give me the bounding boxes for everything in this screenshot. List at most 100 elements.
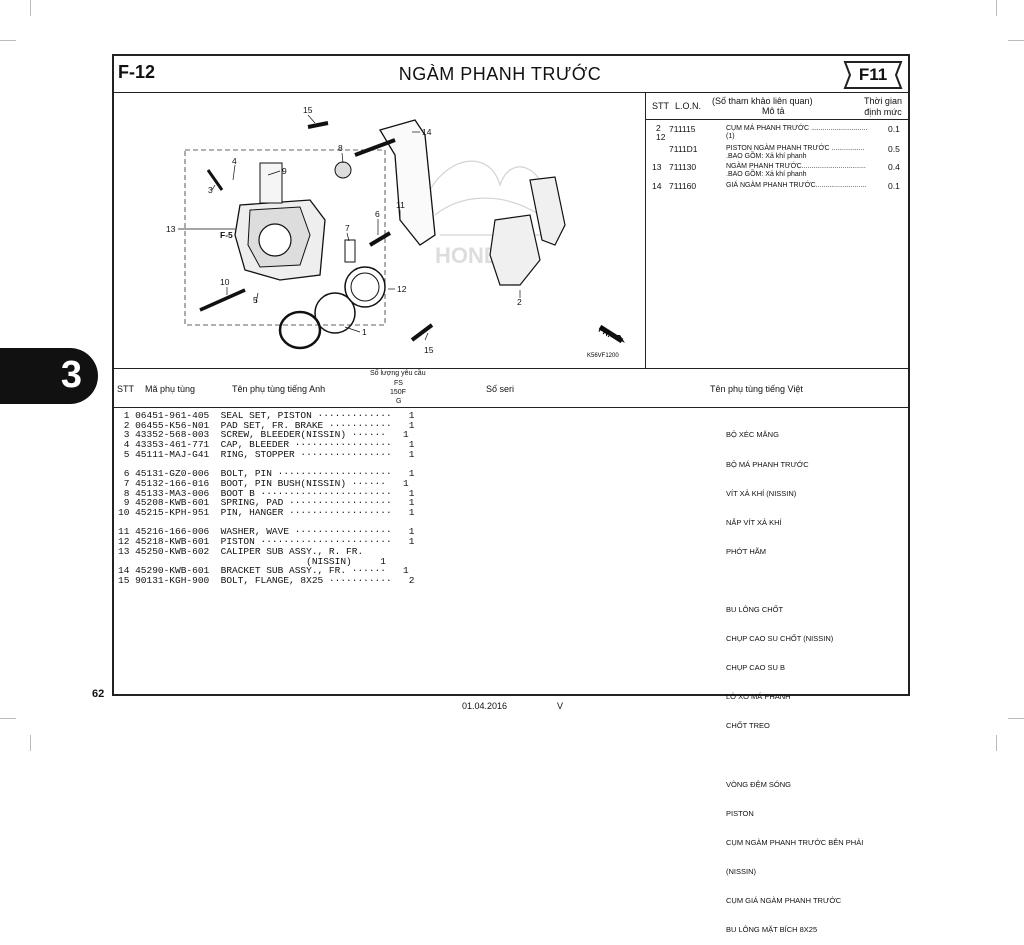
ref-header-desc: Mô tả	[762, 106, 785, 116]
page-number: 62	[92, 688, 105, 700]
ref-header-lon: L.O.N.	[675, 101, 702, 111]
ref-row-lon: 7111D1	[669, 144, 698, 154]
table-row: PHỚT HÃM	[726, 546, 767, 556]
table-row: 8 45133-MA3-006 BOOT B ·················…	[118, 487, 415, 499]
callout-5: 5	[253, 295, 258, 305]
callout-2: 2	[517, 297, 522, 307]
parts-list-english: 1 06451-961-405 SEAL SET, PISTON ·······…	[118, 411, 414, 586]
callout-3: 3	[208, 185, 213, 195]
parts-header-name-en: Tên phụ tùng tiếng Anh	[232, 384, 326, 394]
parts-header-serial: Số seri	[486, 384, 515, 394]
table-row: 14 45290-KWB-601 BRACKET SUB ASSY., FR. …	[118, 565, 409, 577]
callout-4: 4	[232, 156, 237, 166]
header-divider	[112, 92, 910, 93]
table-row: 1 06451-961-405 SEAL SET, PISTON ·······…	[118, 410, 415, 421]
parts-header-name-vi: Tên phụ tùng tiếng Việt	[710, 384, 803, 394]
ref-row-desc: CỤM MÁ PHANH TRƯỚC .....................…	[726, 125, 868, 140]
table-row: BU LÔNG MẶT BÍCH 8X25	[726, 925, 818, 935]
ref-row-lon: 711160	[669, 181, 697, 191]
page-title: NGÀM PHANH TRƯỚC	[398, 64, 602, 84]
ref-row-lon: 711115	[669, 124, 696, 134]
table-row: CHỐT TREO	[726, 721, 770, 731]
table-row: (NISSIN)	[726, 867, 756, 877]
section-number: 3	[60, 354, 82, 396]
callout-8: 8	[338, 143, 343, 153]
table-row	[726, 576, 863, 586]
crop-mark	[0, 40, 16, 41]
ref-header-stt: STT	[652, 101, 669, 111]
ref-row-time: 0.1	[888, 124, 900, 134]
table-row: BỘ MÁ PHANH TRƯỚC	[726, 459, 809, 469]
ref-header-divider	[646, 119, 908, 120]
callout-12: 12	[397, 284, 407, 294]
callout-11: 11	[396, 200, 405, 210]
table-row: CHỤP CAO SU B	[726, 663, 786, 673]
parts-header-qty-top: Số lượng yêu cầu	[370, 370, 426, 377]
parts-header-stt: STT	[117, 384, 134, 394]
ref-row-desc: PISTON NGÀM PHANH TRƯỚC ................…	[726, 145, 865, 160]
table-row: BU LÔNG CHỐT	[726, 605, 784, 615]
table-row: 6 45131-GZ0-006 BOLT, PIN ··············…	[118, 468, 415, 480]
diagram-divider	[645, 92, 646, 368]
callout-6: 6	[375, 209, 380, 219]
callout-15-top: 15	[303, 105, 313, 115]
badge-label: F11	[858, 65, 888, 84]
callout-14: 14	[422, 127, 432, 137]
table-row: 15 90131-KGH-900 BOLT, FLANGE, 8X25 ····…	[118, 574, 415, 586]
table-row: 11 45216-166-006 WASHER, WAVE ··········…	[118, 526, 415, 538]
table-row: 2 06455-K56-N01 PAD SET, FR. BRAKE ·····…	[118, 419, 415, 431]
table-row: LÒ XO MÁ PHANH	[726, 692, 791, 702]
front-arrow-icon: FR.	[597, 324, 625, 344]
crop-mark	[1008, 718, 1024, 719]
callout-13: 13	[166, 224, 176, 234]
crop-mark	[0, 718, 16, 719]
table-row: VÍT XẢ KHÍ (NISSIN)	[726, 488, 797, 498]
callout-1: 1	[362, 327, 367, 337]
table-row: 7 45132-166-016 BOOT, PIN BUSH(NISSIN) ·…	[118, 477, 409, 489]
parts-list-vietnamese: BỘ XÉC MĂNG BỘ MÁ PHANH TRƯỚC VÍT XẢ KHÍ…	[726, 411, 863, 945]
table-row: NẮP VÍT XẢ KHÍ	[726, 517, 782, 527]
table-row: BỘ XÉC MĂNG	[726, 430, 779, 440]
exploded-diagram: HONDA	[166, 105, 625, 359]
parts-header-qty-fs: FS	[394, 380, 403, 387]
parts-header-qty-model: 150F	[390, 389, 406, 396]
table-row: CỤM NGÀM PHANH TRƯỚC BÊN PHẢI	[726, 837, 864, 847]
table-row: 13 45250-KWB-602 CALIPER SUB ASSY., R. F…	[118, 545, 364, 557]
table-row: VÒNG ĐỆM SÓNG	[726, 779, 792, 789]
parts-header-divider	[112, 407, 910, 408]
section-badge: F11	[840, 60, 906, 90]
crop-mark	[1008, 40, 1024, 41]
table-row: PISTON	[726, 808, 754, 818]
table-row: 9 45208-KWB-601 SPRING, PAD ············…	[118, 497, 415, 509]
crop-mark	[996, 0, 997, 16]
diagram-code: K56VF1200	[587, 353, 619, 359]
crop-mark	[996, 735, 997, 751]
callout-7: 7	[345, 223, 350, 233]
ref-row-stt: 2 12	[656, 123, 666, 142]
callout-10: 10	[220, 277, 230, 287]
page-frame	[112, 54, 910, 696]
ref-row-stt: 13	[652, 162, 662, 172]
callout-9: 9	[282, 166, 287, 176]
ref-row-time: 0.4	[888, 162, 900, 172]
table-row: 5 45111-MAJ-G41 RING, STOPPER ··········…	[118, 448, 415, 460]
callout-f5: F-5	[220, 230, 233, 240]
ref-row-time: 0.5	[888, 144, 900, 154]
front-arrow-label: FR.	[597, 325, 613, 339]
ref-row-lon: 711130	[669, 162, 697, 172]
table-row: CỤM GIÁ NGÀM PHANH TRƯỚC	[726, 896, 842, 906]
footer-version: V	[557, 701, 564, 711]
section-tab: 3	[0, 348, 98, 404]
table-row: CHỤP CAO SU CHỐT (NISSIN)	[726, 634, 834, 644]
page-code: F-12	[118, 62, 156, 82]
ref-header-time: Thời gian định mức	[864, 96, 902, 117]
ref-row-desc: NGÀM PHANH TRƯỚC........................…	[726, 163, 866, 178]
table-row: 10 45215-KPH-951 PIN, HANGER ···········…	[118, 507, 415, 519]
table-row: 3 43352-568-003 SCREW, BLEEDER(NISSIN) ·…	[118, 429, 409, 441]
ref-header-desc-top: (Số tham khảo liên quan)	[712, 96, 813, 106]
footer-date: 01.04.2016	[462, 701, 508, 711]
ref-row-time: 0.1	[888, 181, 900, 191]
table-divider	[112, 368, 910, 369]
table-row: 4 43353-461-771 CAP, BLEEDER ···········…	[118, 439, 415, 451]
ref-row-desc: GIÁ NGÀM PHANH TRƯỚC....................…	[726, 182, 867, 189]
